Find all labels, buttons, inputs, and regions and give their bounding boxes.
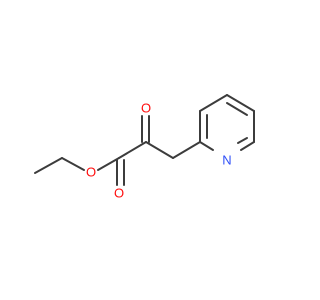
atom-ether-oxygen: O <box>86 165 96 180</box>
molecule-diagram: O O O N <box>34 94 255 201</box>
bond-c4-c5 <box>226 94 255 112</box>
bond-cketo-ch2 <box>145 141 174 159</box>
bond-oether-cester <box>97 157 120 171</box>
atom-carbonyl-oxygen: O <box>114 186 124 201</box>
bond-n-c2 <box>199 141 214 151</box>
bond-c6-n-inner <box>237 137 248 144</box>
bond-ch2-oether <box>61 157 85 171</box>
atom-keto-oxygen: O <box>141 101 151 116</box>
bond-ch3-ch2 <box>34 157 63 174</box>
atom-pyridine-nitrogen: N <box>222 153 231 168</box>
bond-c4-c5-inner <box>226 102 248 116</box>
bond-ch2-c2 <box>172 141 201 159</box>
bond-cester-cketo <box>118 141 147 159</box>
structure-svg: O O O N <box>34 94 255 201</box>
bond-c3-c4 <box>199 94 228 112</box>
bond-c6-n <box>240 141 255 151</box>
